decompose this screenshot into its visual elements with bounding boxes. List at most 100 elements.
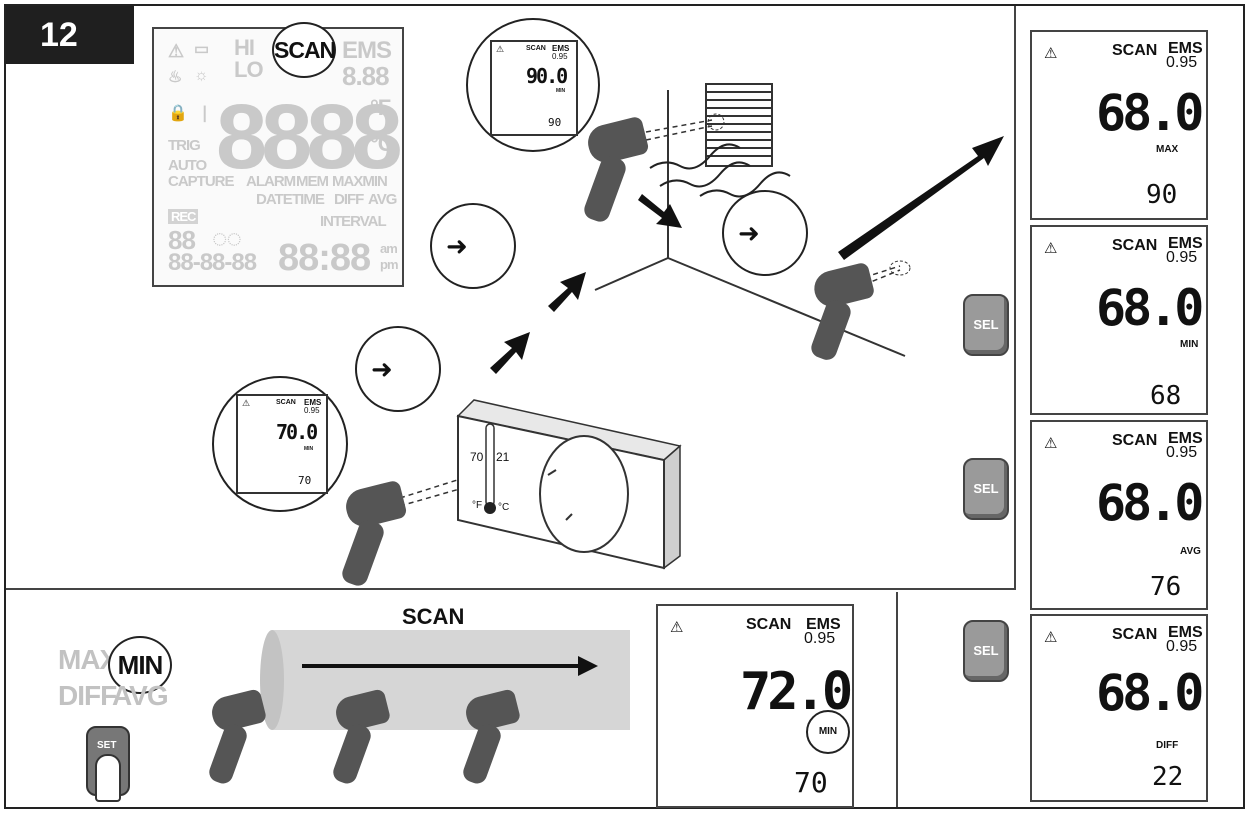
scan-panel xyxy=(6,592,898,807)
warning-icon: ⚠ xyxy=(1044,629,1058,646)
display-magnifier-top: ⚠ SCAN EMS 0.95 90.0 MIN 90 xyxy=(466,18,600,152)
backlight-icon: ❘ xyxy=(198,105,211,122)
scan-label: SCAN xyxy=(1112,237,1158,254)
warning-icon: ⚠ xyxy=(496,44,505,54)
sub-value: 22 xyxy=(1152,762,1184,792)
scan-label: SCAN xyxy=(526,45,546,52)
reading-value: 90.0 xyxy=(526,64,568,88)
set-button-label: SET xyxy=(97,740,117,751)
reading-value: 68.0 xyxy=(1096,664,1204,722)
reading-value: 68.0 xyxy=(1096,84,1204,142)
reading-value: 68.0 xyxy=(1096,279,1204,337)
interval-indicator: INTERVAL xyxy=(320,213,387,230)
ems-label: EMS xyxy=(552,44,570,53)
sub-value: 90 xyxy=(1146,180,1178,210)
lo-indicator: LO xyxy=(234,57,264,82)
ems-label: EMS xyxy=(1168,40,1203,57)
right-arrow-icon: ➜ xyxy=(371,354,393,384)
mode-label: MIN xyxy=(556,88,566,94)
capture-indicator: CAPTURE xyxy=(168,173,235,190)
ems-label: EMS xyxy=(806,616,841,633)
lock-icon: 🔒 xyxy=(168,105,188,122)
alarm-indicator: ALARM xyxy=(246,173,296,190)
time-indicator: TIME xyxy=(292,191,325,208)
lcd-overview: ⚠ ▭ HI LO SCAN EMS 8.88 ♨ ☼ 🔒 ❘ 8888 °F … xyxy=(152,22,404,287)
sel-button[interactable]: SEL xyxy=(963,294,1009,356)
mode-label: MAX xyxy=(1156,144,1179,155)
sel-button[interactable]: SEL xyxy=(963,458,1009,520)
warning-icon: ⚠ xyxy=(242,398,251,408)
ems-digits: 8.88 xyxy=(342,61,390,91)
trig-indicator: TRIG xyxy=(168,137,201,154)
auto-indicator: AUTO xyxy=(168,157,207,174)
emissivity-value: 0.95 xyxy=(1166,54,1198,71)
sub-value: 70 xyxy=(794,766,828,799)
ems-label: EMS xyxy=(1168,235,1203,252)
mini-display-bottom: ⚠ SCAN EMS 0.95 70.0 MIN 70 xyxy=(236,394,328,494)
hi-indicator: HI xyxy=(234,35,255,60)
scan-label: SCAN xyxy=(746,616,792,633)
min-indicator-highlight: MIN xyxy=(806,710,850,754)
emissivity-value: 0.95 xyxy=(804,630,836,647)
mode-label: AVG xyxy=(1180,546,1201,557)
scan-indicator-highlight: SCAN xyxy=(272,22,336,78)
set-button[interactable]: SET xyxy=(86,726,130,802)
display-diff: ⚠ SCAN EMS 0.95 68.0 DIFF 22 xyxy=(1030,614,1208,802)
fahrenheit-unit: °F xyxy=(370,95,391,120)
warning-icon: ⚠ xyxy=(670,619,684,636)
pm-indicator: pm xyxy=(380,257,398,272)
warning-icon: ⚠ xyxy=(1044,240,1058,257)
thermostat-fahrenheit-unit: °F xyxy=(472,500,483,511)
trigger-magnifier-middle: ➜ xyxy=(355,326,441,412)
thermostat-fahrenheit-value: 70 xyxy=(470,450,484,464)
battery-icon: ▭ xyxy=(194,41,209,58)
right-arrow-icon: ➜ xyxy=(738,218,760,248)
direction-arrows xyxy=(490,136,1004,374)
avg-mode-label: AVG xyxy=(112,680,169,711)
warning-icon: ⚠ xyxy=(168,41,184,61)
display-min: ⚠ SCAN EMS 0.95 68.0 MIN 68 xyxy=(1030,225,1208,415)
diff-indicator: DIFF xyxy=(334,191,364,208)
emissivity-value: 0.95 xyxy=(552,52,568,61)
min-mode-highlight: MIN xyxy=(108,636,172,694)
scan-label: SCAN xyxy=(276,399,296,406)
laser-icon: ☼ xyxy=(194,67,209,84)
main-illustration-panel xyxy=(6,6,1016,590)
finger-icon xyxy=(95,754,121,802)
reading-value: 70.0 xyxy=(276,420,318,444)
clock-digits: 88:88 xyxy=(278,237,371,279)
display-avg: ⚠ SCAN EMS 0.95 68.0 AVG 76 xyxy=(1030,420,1208,610)
maxmin-indicator: MAXMIN xyxy=(332,173,388,190)
mini-display-top: ⚠ SCAN EMS 0.95 90.0 MIN 90 xyxy=(490,40,578,136)
sub-value: 90 xyxy=(548,116,562,129)
rec-indicator: REC xyxy=(168,209,199,224)
mode-label: DIFF xyxy=(1156,740,1179,751)
reading-value: 68.0 xyxy=(1096,474,1204,532)
ems-label: EMS xyxy=(1168,430,1203,447)
wall-vent xyxy=(649,83,791,198)
cycle-icon: ◌◌ xyxy=(212,223,242,253)
trigger-magnifier-top: ➜ xyxy=(430,203,516,289)
thermostat-celsius-value: 21 xyxy=(496,450,510,464)
mode-label: MIN xyxy=(304,446,314,452)
mem-indicator: MEM xyxy=(296,173,329,190)
ems-label: EMS xyxy=(1168,624,1203,641)
date-digits: 88-88-88 xyxy=(168,249,257,276)
mode-label: MIN xyxy=(1180,339,1199,350)
small-digits: 88 xyxy=(168,225,196,255)
sub-value: 68 xyxy=(1150,381,1182,411)
ems-indicator: EMS xyxy=(342,37,392,64)
trigger-magnifier-right: ➜ xyxy=(722,190,808,276)
sub-value: 76 xyxy=(1150,572,1182,602)
sel-button[interactable]: SEL xyxy=(963,620,1009,682)
scan-label: SCAN xyxy=(402,604,465,629)
emissivity-value: 0.95 xyxy=(1166,249,1198,266)
warning-icon: ⚠ xyxy=(1044,435,1058,452)
thermostat-celsius-unit: °C xyxy=(498,502,510,513)
display-scan-min: ⚠ SCAN EMS 0.95 72.0 MIN 70 xyxy=(656,604,854,808)
emissivity-value: 0.95 xyxy=(1166,638,1198,655)
sub-value: 70 xyxy=(298,474,312,487)
right-arrow-icon: ➜ xyxy=(446,231,468,261)
am-indicator: am xyxy=(380,241,398,256)
date-indicator: DATE xyxy=(256,191,293,208)
